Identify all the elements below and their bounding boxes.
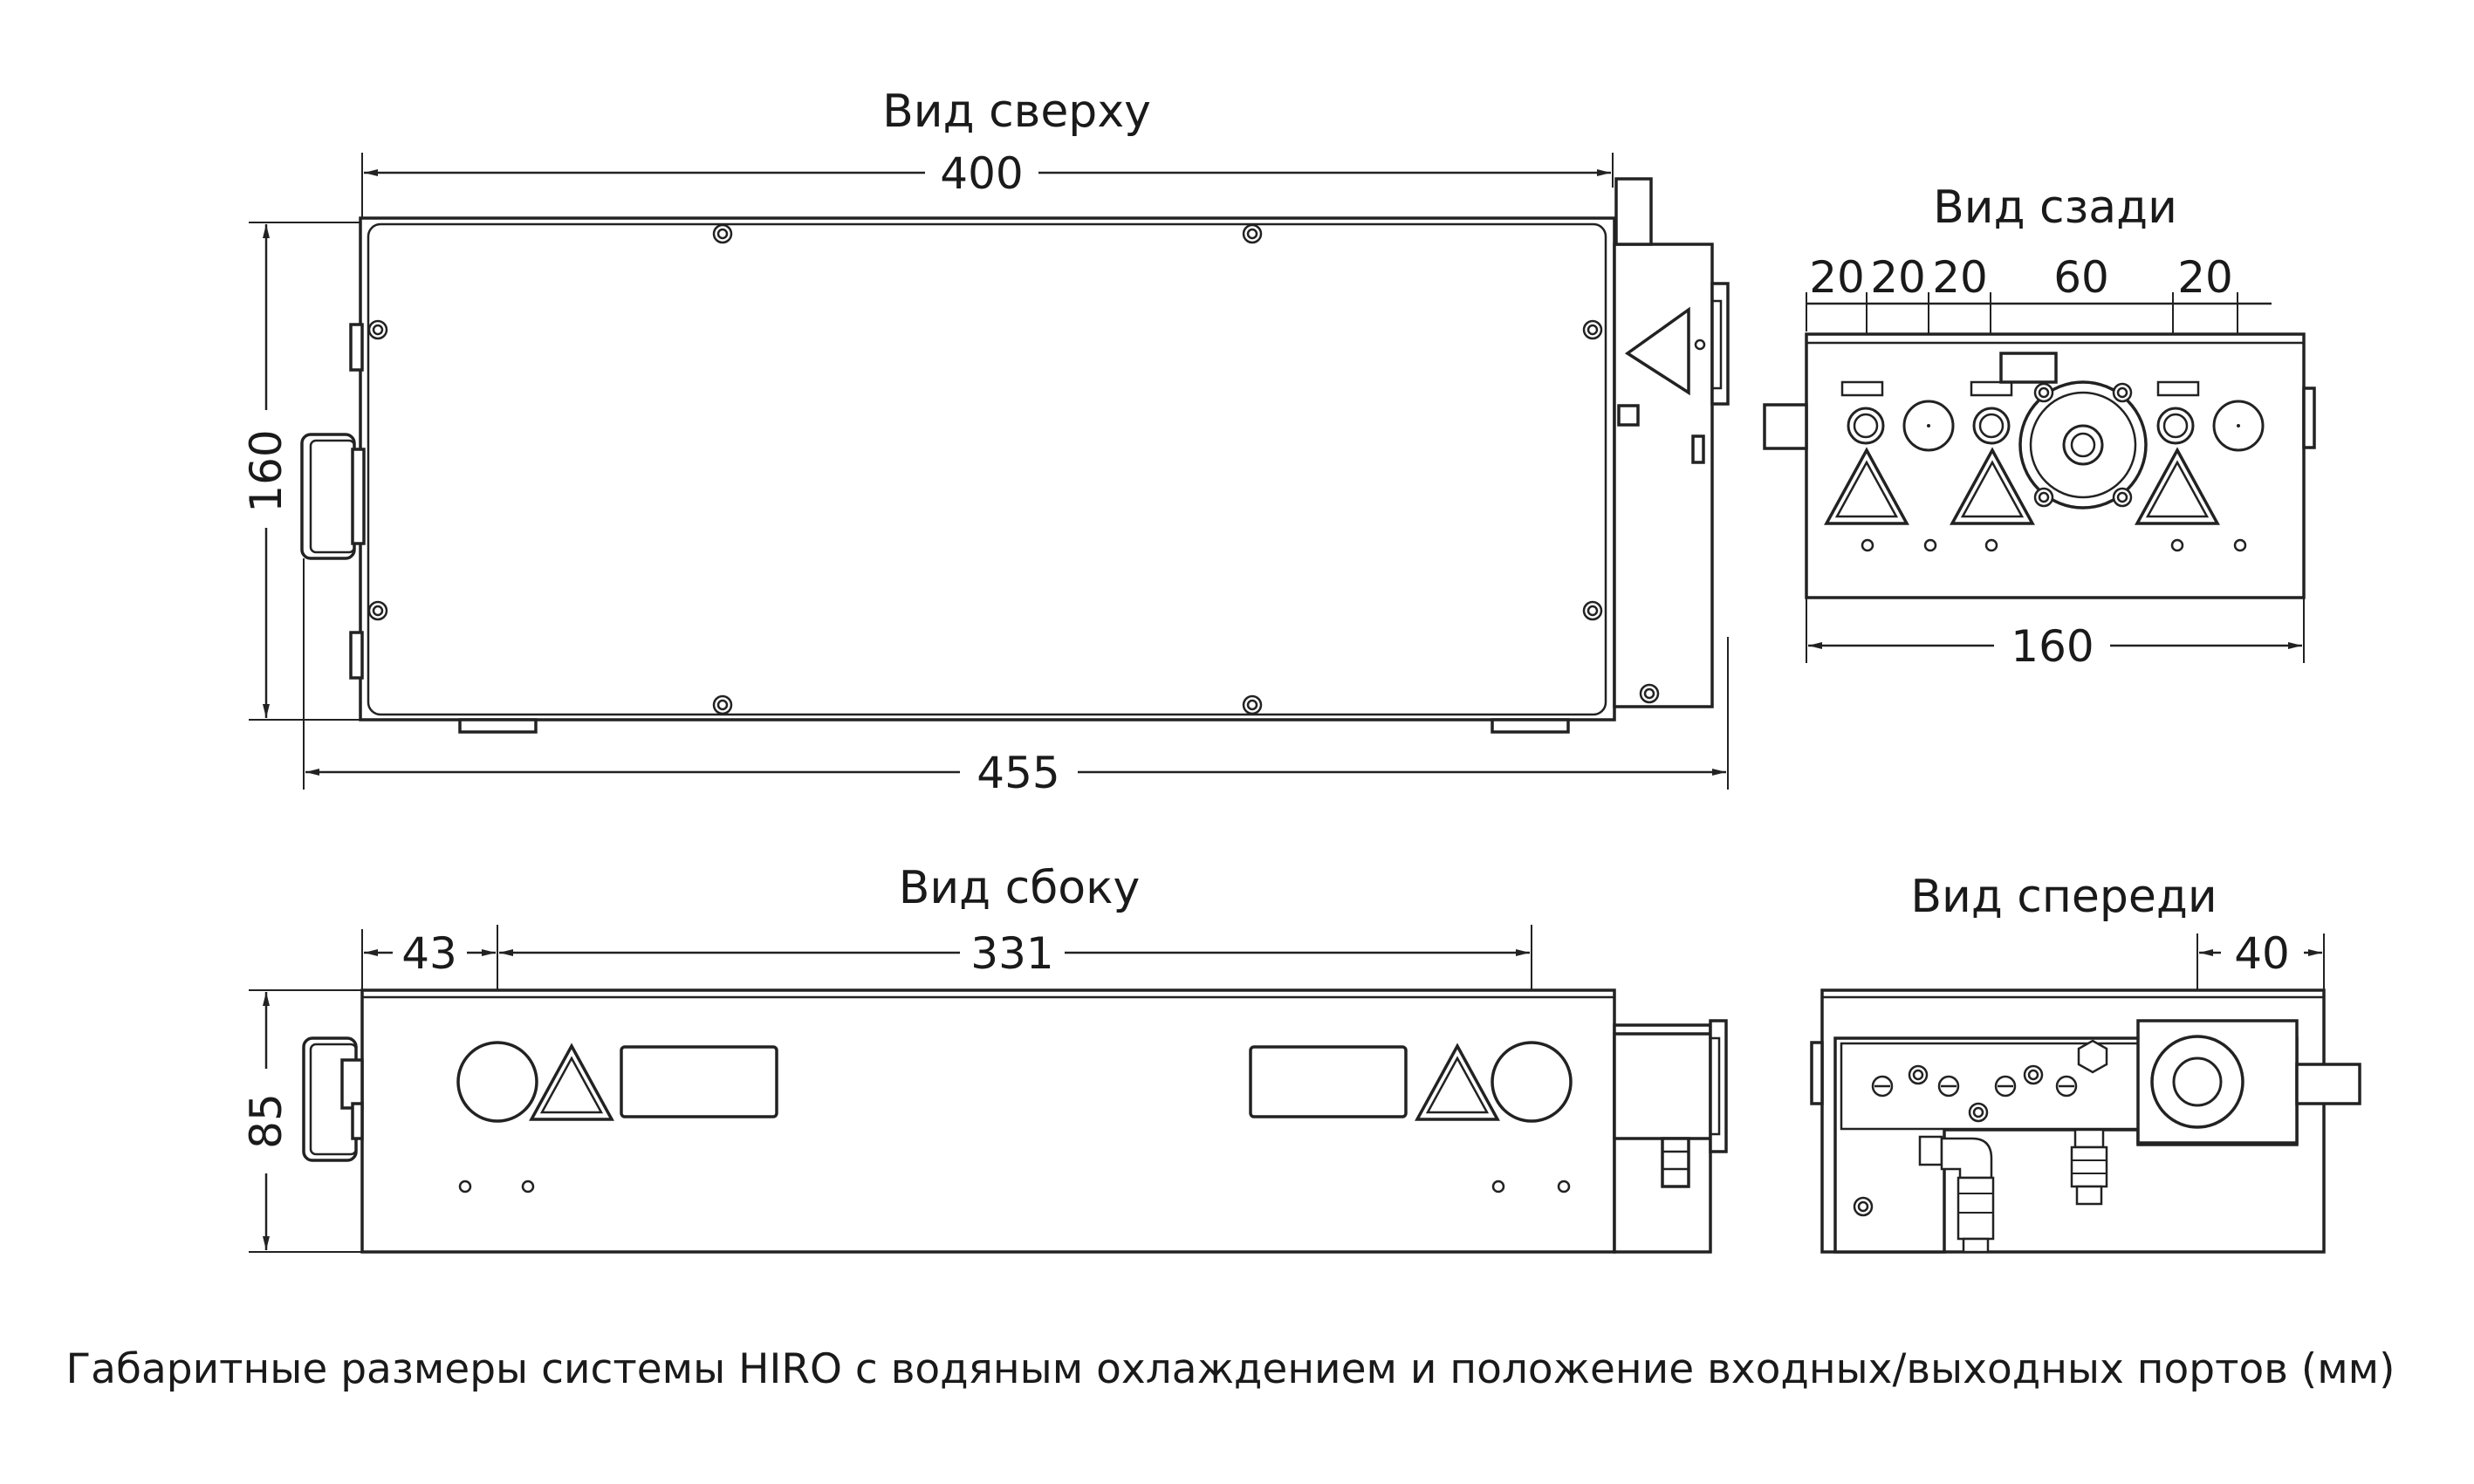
head-upper-block	[1613, 1032, 1712, 1140]
top-view-lid	[367, 222, 1607, 716]
dim-60-label: 60	[2053, 252, 2109, 303]
top-view: Вид сверху 400 160 455	[241, 85, 1730, 798]
output-aperture-icon	[2150, 1035, 2244, 1129]
dim-40-label: 40	[2234, 928, 2290, 979]
rear-side-tab	[2302, 386, 2316, 449]
dim-85-label: 85	[241, 1093, 291, 1149]
screw	[2112, 487, 2133, 508]
vent-hole	[2170, 538, 2184, 552]
screw-slot	[1994, 1075, 2017, 1098]
front-view-title: Вид спереди	[1910, 871, 2217, 923]
screw	[367, 600, 388, 621]
screw	[1968, 1102, 1989, 1123]
foot	[458, 718, 538, 734]
dim-20-label: 20	[1932, 252, 1988, 303]
screw	[2023, 1064, 2044, 1085]
front-side-tab	[1810, 1041, 1824, 1105]
vent-hole	[1861, 538, 1874, 552]
left-connector-flange	[340, 1058, 364, 1110]
indicator-icon	[1694, 339, 1706, 351]
label-plate	[1840, 380, 1884, 397]
connector-port-icon	[1491, 1041, 1573, 1123]
screw	[1853, 1196, 1874, 1217]
screw	[1639, 683, 1660, 704]
rear-view: Вид сзади 20 20 20 60 20	[1763, 181, 2316, 672]
screw-slot	[1871, 1075, 1894, 1098]
top-view-body	[359, 216, 1616, 721]
mounting-tab	[349, 631, 364, 680]
figure-caption: Габаритные размеры системы HIRO с водяны…	[66, 1345, 2395, 1393]
side-view-title: Вид сбоку	[899, 862, 1141, 914]
vent-hole	[1557, 1180, 1571, 1193]
dim-400-label: 400	[940, 148, 1023, 199]
screw-slot	[2055, 1075, 2078, 1098]
vent-hole	[1491, 1180, 1505, 1193]
vent-hole	[1984, 538, 1998, 552]
dim-20-label: 20	[1870, 252, 1926, 303]
screw	[2033, 382, 2054, 403]
front-view: Вид спереди 40	[1810, 871, 2361, 1254]
screw	[2112, 382, 2133, 403]
dim-455-label: 455	[977, 748, 1059, 798]
left-connector-tab	[351, 1102, 364, 1140]
screw-slot	[1937, 1075, 1960, 1098]
top-view-title: Вид сверху	[882, 85, 1151, 138]
foot	[1491, 718, 1570, 734]
output-aperture-icon	[2018, 380, 2148, 509]
head-fitting	[1617, 404, 1640, 427]
head-top-port	[1614, 177, 1653, 246]
dim-160-label: 160	[241, 429, 291, 512]
vent-hole	[458, 1180, 472, 1193]
dim-160-label: 160	[2011, 621, 2094, 672]
head-side-port-inner	[1710, 299, 1723, 390]
vent-hole	[1923, 538, 1937, 552]
screw	[712, 694, 733, 715]
head-fitting	[1691, 434, 1705, 464]
straight-fitting	[2070, 1128, 2108, 1206]
status-window	[1249, 1045, 1408, 1118]
left-connector-flange	[351, 448, 366, 545]
screw	[1908, 1064, 1929, 1085]
screw	[367, 319, 388, 340]
dim-43-label: 43	[401, 928, 457, 979]
screw	[712, 223, 733, 244]
mounting-tab	[349, 323, 364, 372]
screw	[1582, 319, 1603, 340]
rear-side-port	[1763, 403, 1808, 450]
rear-slot	[1999, 352, 2058, 384]
dim-20-label: 20	[1809, 252, 1865, 303]
connector-port-icon	[456, 1041, 538, 1123]
screw	[2033, 487, 2054, 508]
label-plate	[2156, 380, 2200, 397]
laser-head-housing	[1613, 243, 1714, 708]
elbow-fitting	[1918, 1135, 1995, 1254]
status-window	[620, 1045, 778, 1118]
screw	[1242, 223, 1263, 244]
rear-view-title: Вид сзади	[1933, 181, 2177, 234]
side-view: Вид сбоку 43 331 85	[241, 862, 1728, 1254]
vent-hole	[521, 1180, 535, 1193]
output-nozzle	[2295, 1063, 2361, 1105]
label-plate	[1970, 380, 2013, 397]
dim-20-label: 20	[2177, 252, 2233, 303]
warning-triangle-icon	[1624, 306, 1690, 396]
vent-hole	[2233, 538, 2247, 552]
head-fitting	[1661, 1137, 1690, 1188]
dim-331-label: 331	[970, 928, 1053, 979]
hex-nut-icon	[2077, 1039, 2108, 1074]
side-view-body	[360, 988, 1616, 1254]
screw	[1582, 600, 1603, 621]
screw	[1242, 694, 1263, 715]
